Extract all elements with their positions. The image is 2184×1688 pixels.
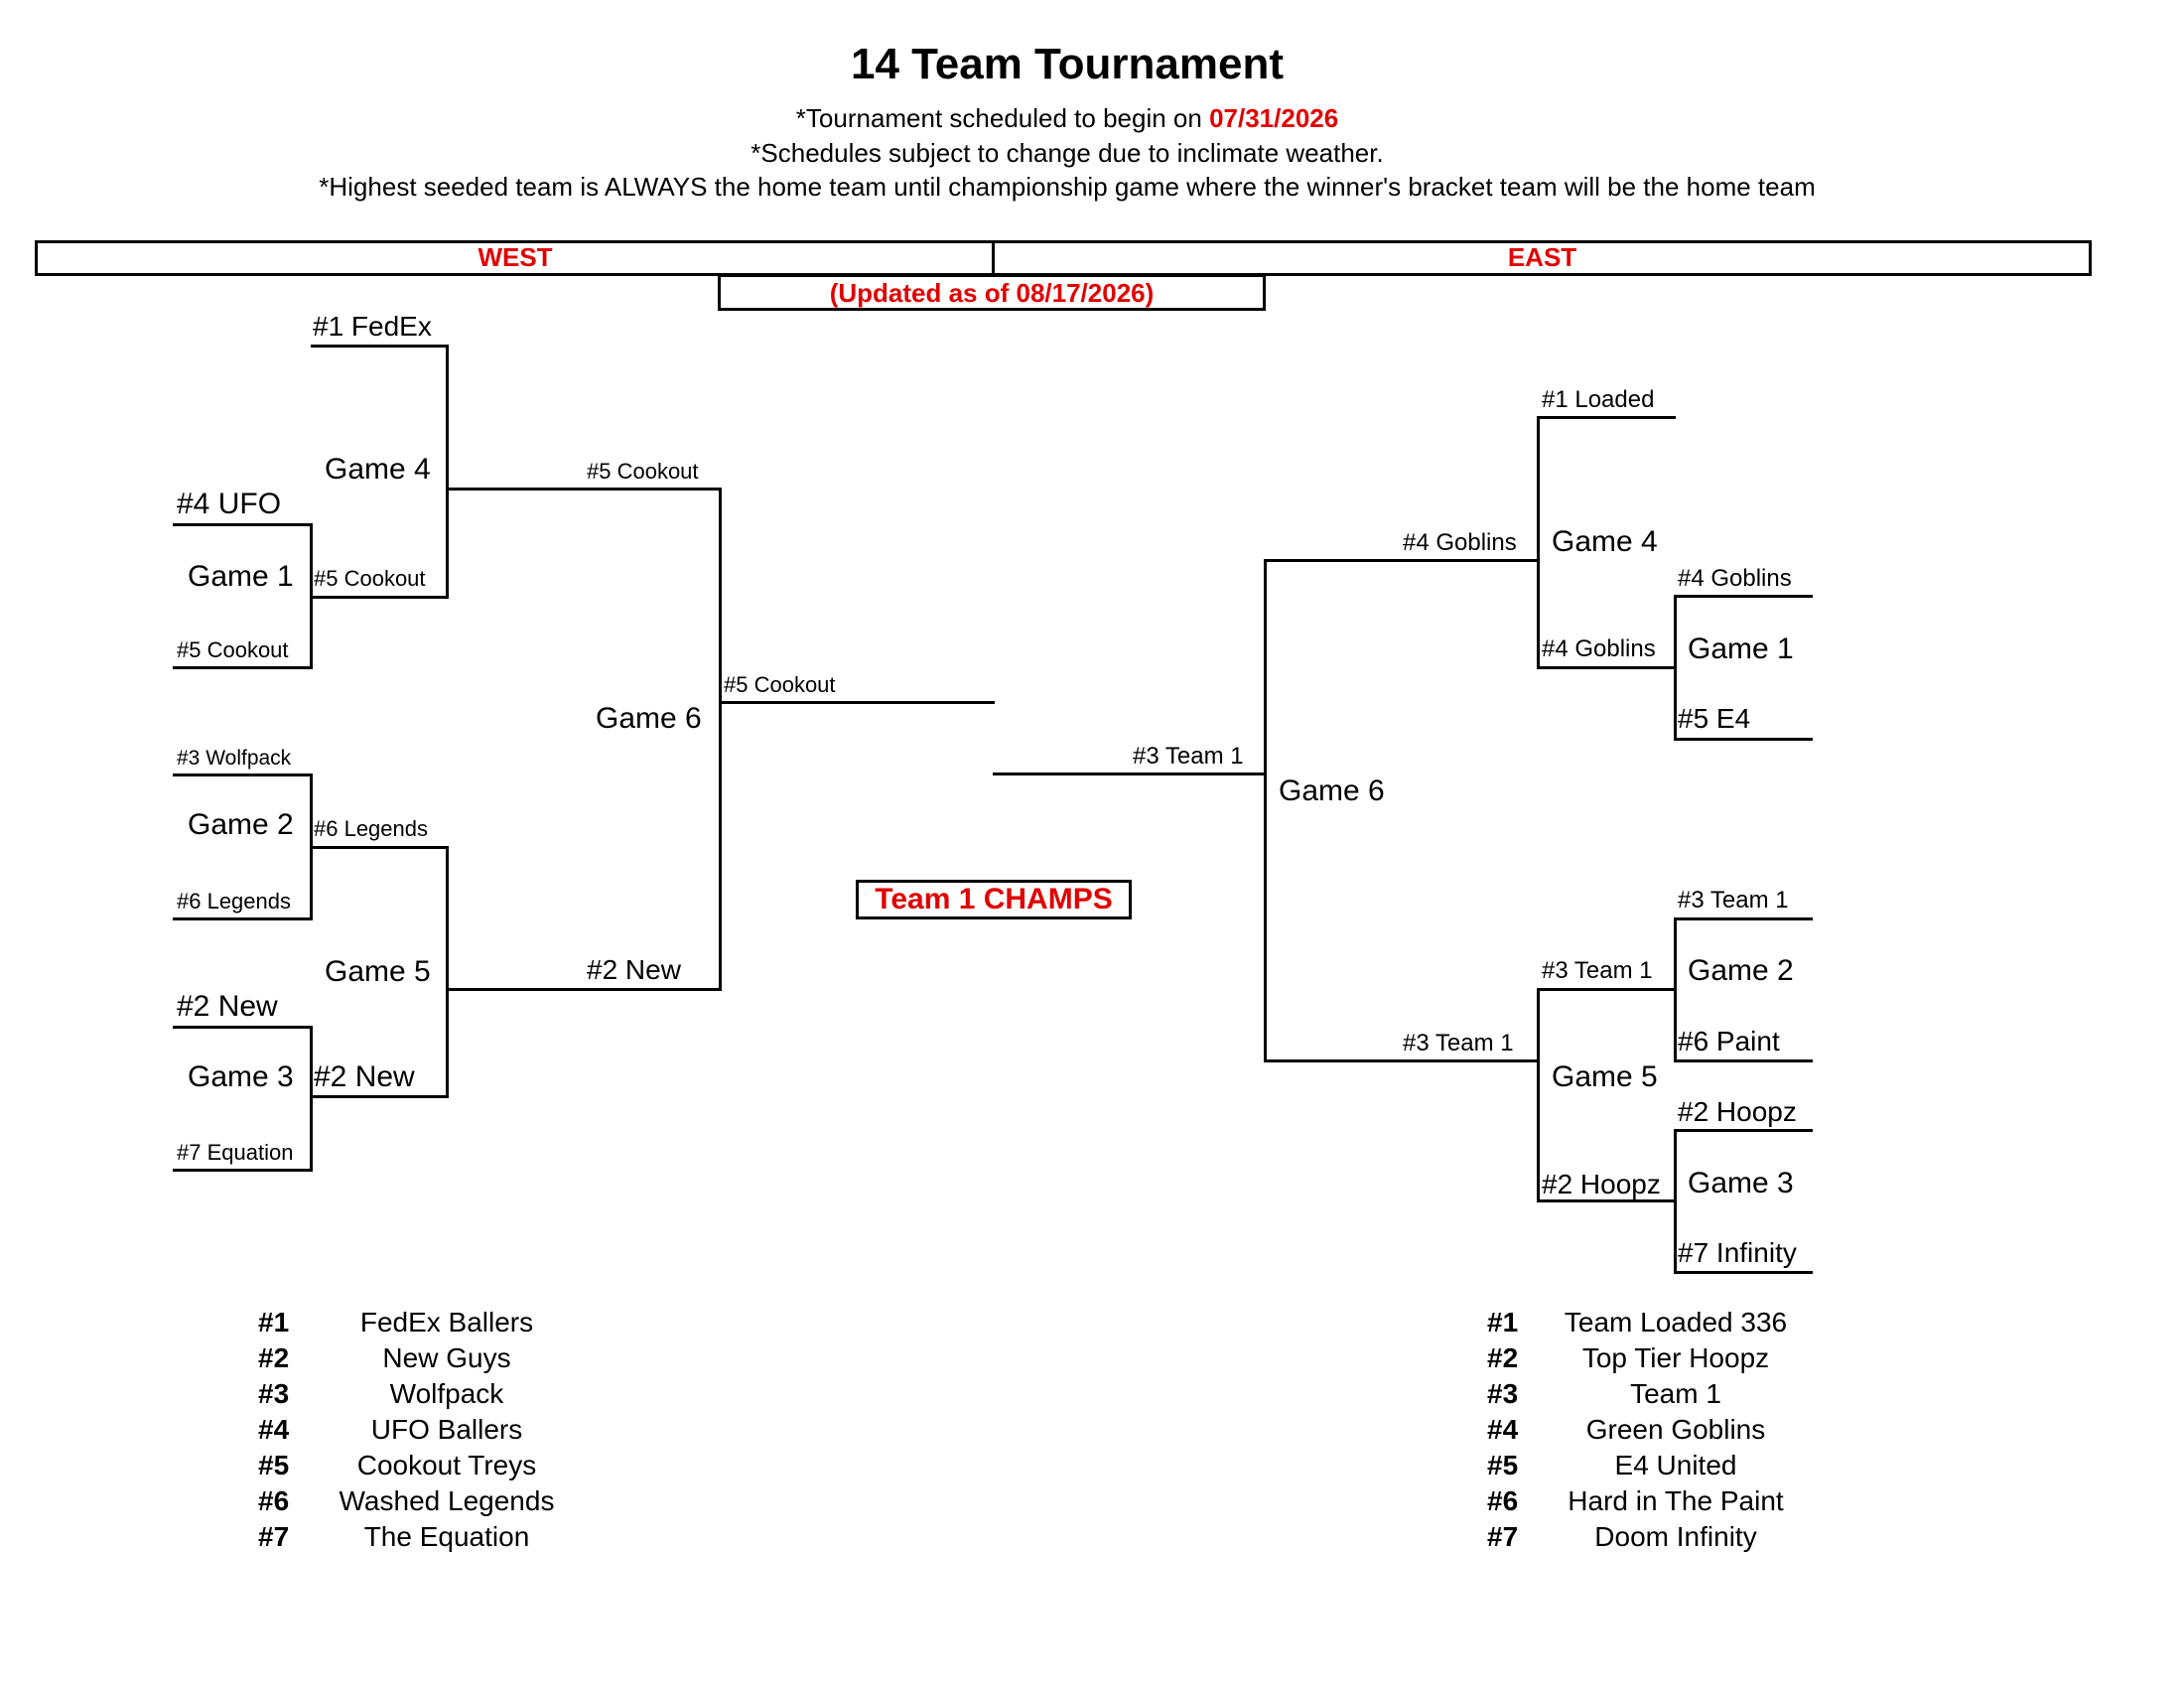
east-game1-winner: #4 Goblins	[1542, 635, 1656, 662]
west-game4-winner: #5 Cookout	[587, 459, 699, 484]
schedule-note: *Tournament scheduled to begin on 07/31/…	[0, 103, 2134, 134]
west-game6-label: Game 6	[596, 702, 702, 735]
east-game2-winner: #3 Team 1	[1542, 957, 1653, 984]
east-game6-winner: #3 Team 1	[1133, 743, 1244, 770]
east-game3-winner: #2 Hoopz	[1542, 1169, 1661, 1199]
east-team-team1: #3 Team 1	[1678, 887, 1789, 914]
west-game2-label: Game 2	[188, 808, 294, 841]
west-team-wolfpack: #3 Wolfpack	[177, 747, 292, 770]
weather-note: *Schedules subject to change due to incl…	[751, 138, 1384, 168]
west-region-label: WEST	[478, 242, 553, 272]
west-game2-winner: #6 Legends	[314, 816, 428, 841]
east-team-infinity: #7 Infinity	[1678, 1237, 1797, 1268]
page-title: 14 Team Tournament	[850, 40, 1285, 88]
updated-box	[718, 274, 1266, 311]
west-team-new: #2 New	[177, 990, 278, 1023]
west-game6-winner: #5 Cookout	[724, 672, 836, 697]
east-game4-winner: #4 Goblins	[1403, 529, 1517, 556]
east-team-hoopz: #2 Hoopz	[1678, 1096, 1797, 1127]
west-game5-winner: #2 New	[587, 954, 681, 985]
home-team-note: *Highest seeded team is ALWAYS the home …	[319, 172, 1816, 202]
east-game1-label: Game 1	[1688, 633, 1794, 665]
east-game5-winner: #3 Team 1	[1403, 1030, 1514, 1056]
east-game3-label: Game 3	[1688, 1167, 1794, 1199]
east-game2-label: Game 2	[1688, 954, 1794, 987]
west-game3-winner: #2 New	[314, 1060, 415, 1093]
champion-box	[856, 880, 1132, 919]
east-game5-label: Game 5	[1552, 1060, 1658, 1093]
champion-label: Team 1 CHAMPS	[875, 883, 1113, 915]
east-team-paint: #6 Paint	[1678, 1026, 1780, 1056]
west-game4-label: Game 4	[325, 453, 431, 486]
west-game1-winner: #5 Cookout	[314, 566, 426, 591]
west-team-ufo: #4 UFO	[177, 488, 282, 520]
updated-label: (Updated as of 08/17/2026)	[829, 278, 1155, 308]
west-team-legends: #6 Legends	[177, 889, 291, 914]
west-game5-label: Game 5	[325, 955, 431, 988]
east-team-loaded: #1 Loaded	[1542, 386, 1655, 413]
east-team-goblins: #4 Goblins	[1678, 565, 1792, 592]
west-game3-label: Game 3	[188, 1060, 294, 1093]
west-team-fedex: #1 FedEx	[313, 311, 432, 342]
east-game4-label: Game 4	[1552, 525, 1658, 558]
west-game1-label: Game 1	[188, 560, 294, 593]
start-date: 07/31/2026	[1209, 103, 1339, 133]
schedule-note-text: *Tournament scheduled to begin on	[795, 103, 1210, 133]
east-region-label: EAST	[1507, 242, 1577, 272]
west-team-cookout: #5 Cookout	[177, 637, 289, 662]
west-team-equation: #7 Equation	[177, 1140, 294, 1165]
east-team-e4: #5 E4	[1678, 703, 1751, 734]
east-game6-label: Game 6	[1279, 774, 1385, 807]
